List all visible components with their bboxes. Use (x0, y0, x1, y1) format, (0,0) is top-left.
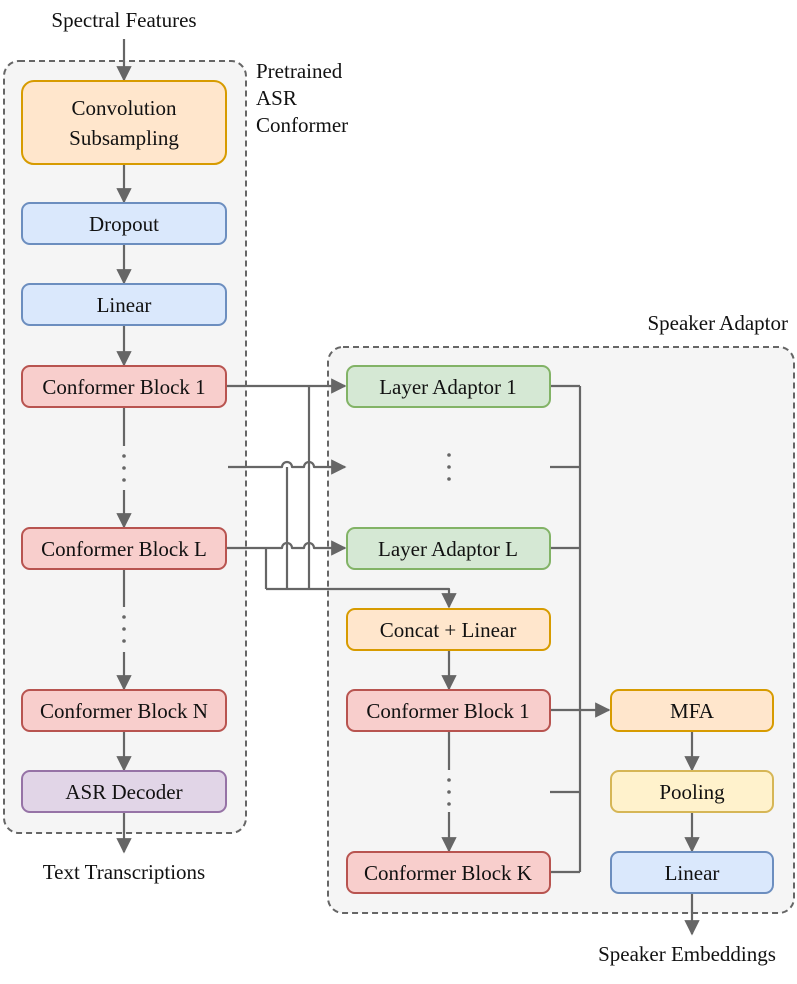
concat-linear-node: Concat + Linear (346, 608, 551, 651)
conformer-block-l-label: Conformer Block L (41, 537, 207, 561)
conformer-block-1-label: Conformer Block 1 (42, 375, 205, 399)
mfa-node: MFA (610, 689, 774, 732)
conv-subsampling-line-2: Subsampling (69, 126, 179, 150)
asr-decoder-node: ASR Decoder (21, 770, 227, 813)
layer-adaptor-1-label: Layer Adaptor 1 (379, 375, 517, 399)
pooling-node: Pooling (610, 770, 774, 813)
adaptor-conformer-block-k-node: Conformer Block K (346, 851, 551, 894)
linear-asr-label: Linear (97, 293, 152, 317)
conformer-block-n-node: Conformer Block N (21, 689, 227, 732)
asr-group-title-line-3: Conformer (256, 113, 348, 137)
spectral-features-label: Spectral Features (51, 8, 196, 32)
ellipsis-dots (122, 453, 451, 806)
asr-ellipsis-upper (122, 454, 126, 482)
linear-adaptor-label: Linear (665, 861, 720, 885)
text-transcriptions-label: Text Transcriptions (43, 860, 205, 884)
adaptor-conformer-block-1-label: Conformer Block 1 (366, 699, 529, 723)
speaker-embeddings-label: Speaker Embeddings (598, 942, 776, 966)
conformer-block-n-label: Conformer Block N (40, 699, 208, 723)
adaptor-ellipsis-layers (447, 453, 451, 481)
conv-subsampling-node: Convolution Subsampling (21, 80, 227, 165)
layer-adaptor-l-node: Layer Adaptor L (346, 527, 551, 570)
conformer-block-l-node: Conformer Block L (21, 527, 227, 570)
asr-group-title-line-2: ASR (256, 86, 297, 110)
conformer-block-1-node: Conformer Block 1 (21, 365, 227, 408)
speaker-adaptor-title: Speaker Adaptor (647, 311, 788, 335)
layer-adaptor-l-label: Layer Adaptor L (378, 537, 518, 561)
edge-bus-to-concat (266, 587, 457, 609)
asr-group-title: Pretrained ASR Conformer (256, 59, 348, 137)
linear-adaptor-node: Linear (610, 851, 774, 894)
asr-ellipsis-lower (122, 615, 126, 643)
edge-middle-to-layer-adaptor (228, 459, 347, 475)
adaptor-conformer-block-1-node: Conformer Block 1 (346, 689, 551, 732)
mfa-label: MFA (670, 699, 715, 723)
asr-group-title-line-1: Pretrained (256, 59, 343, 83)
asr-decoder-label: ASR Decoder (65, 780, 182, 804)
adaptor-ellipsis-blocks (447, 778, 451, 806)
adaptor-conformer-block-k-label: Conformer Block K (364, 861, 532, 885)
layer-adaptor-1-node: Layer Adaptor 1 (346, 365, 551, 408)
edges (116, 39, 700, 936)
linear-asr-node: Linear (21, 283, 227, 326)
edge-blockL-to-layer-adaptor-l (226, 540, 347, 556)
dropout-node: Dropout (21, 202, 227, 245)
dropout-label: Dropout (89, 212, 159, 236)
conv-subsampling-line-1: Convolution (71, 96, 177, 120)
concat-linear-label: Concat + Linear (380, 618, 517, 642)
pooling-label: Pooling (659, 780, 725, 804)
